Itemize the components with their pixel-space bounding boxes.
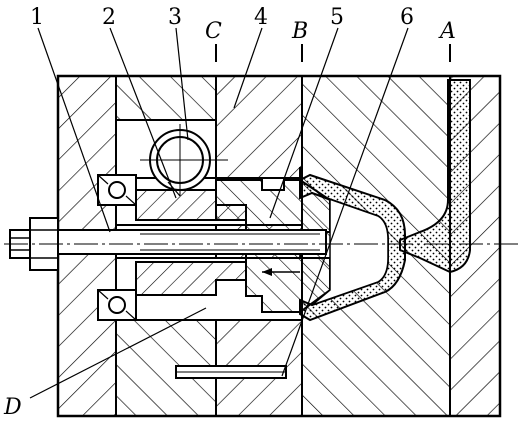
label-section-d: D bbox=[3, 395, 22, 420]
label-section-c: C bbox=[205, 19, 222, 44]
label-part-5: 5 bbox=[330, 5, 344, 30]
threaded-shaft bbox=[57, 229, 327, 255]
leader-6 bbox=[281, 27, 409, 377]
ejector-rod bbox=[175, 365, 287, 379]
sprue-channel bbox=[399, 79, 471, 274]
bearing-upper bbox=[97, 174, 137, 206]
label-section-a: A bbox=[438, 19, 456, 44]
spring bbox=[140, 124, 228, 197]
label-part-2: 2 bbox=[102, 5, 116, 30]
core-tip bbox=[311, 192, 389, 306]
bearing-lower bbox=[97, 289, 137, 321]
leader-2 bbox=[109, 27, 177, 199]
leader-4 bbox=[233, 27, 263, 109]
label-part-3: 3 bbox=[168, 5, 182, 30]
label-part-6: 6 bbox=[400, 5, 414, 30]
label-part-4: 4 bbox=[254, 5, 268, 30]
direction-arrow bbox=[262, 268, 300, 276]
leader-3 bbox=[175, 27, 189, 141]
leader-1 bbox=[37, 27, 111, 233]
leader-d bbox=[29, 307, 207, 399]
label-section-b: B bbox=[291, 19, 308, 44]
label-part-1: 1 bbox=[30, 5, 44, 30]
leader-5 bbox=[269, 27, 339, 219]
